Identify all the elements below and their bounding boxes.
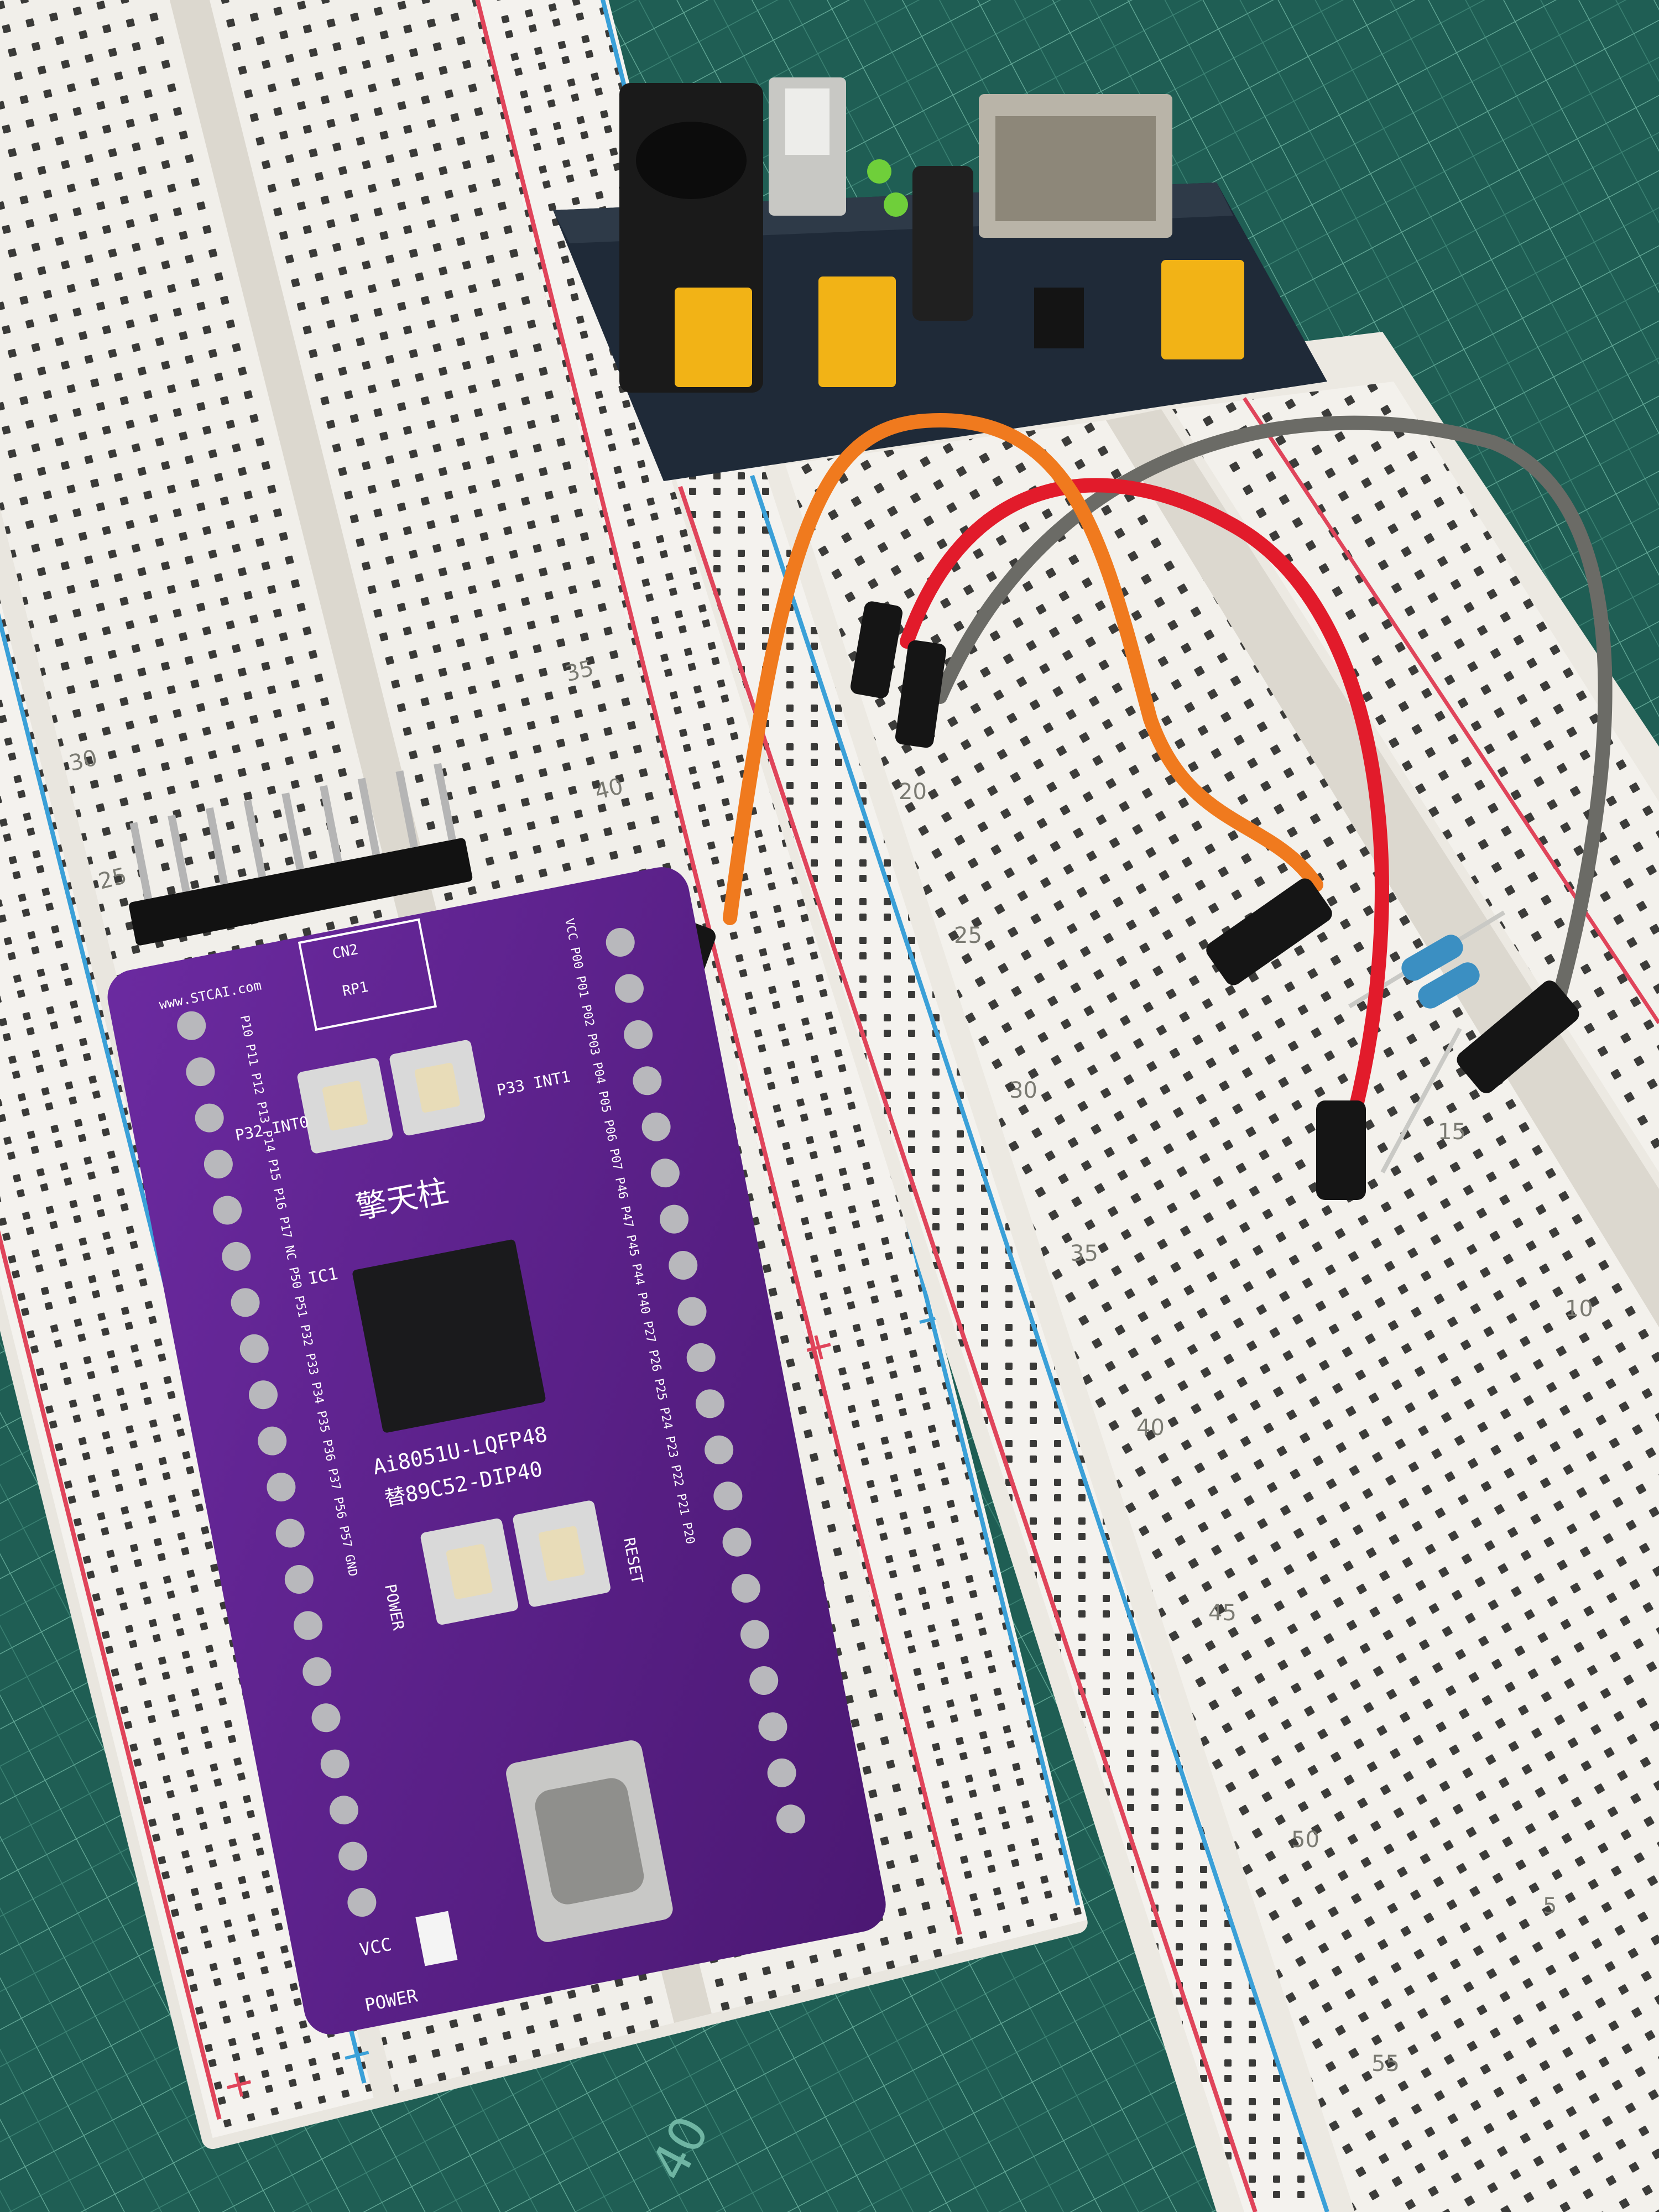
tact-switch[interactable] xyxy=(296,1057,394,1154)
mcu-board: CN2 RP1 擎天柱 IC1 Ai8051U-LQFP48 替89C52-DI… xyxy=(107,763,886,2035)
breadboard-right: 20 25 30 35 40 45 50 55 5 10 15 xyxy=(653,332,1659,2212)
row-number: 30 xyxy=(1009,1078,1037,1103)
reset-button[interactable] xyxy=(512,1500,612,1608)
row-number: 20 xyxy=(899,779,927,805)
row-number: 50 xyxy=(1291,1827,1319,1853)
row-number: 35 xyxy=(1070,1241,1098,1266)
jumper-icon[interactable] xyxy=(1161,260,1244,359)
dupont-connector xyxy=(1206,878,1332,985)
dupont-connector xyxy=(850,601,903,698)
wire-red xyxy=(900,478,1389,1141)
jumper-icon[interactable] xyxy=(818,276,896,387)
dupont-connector xyxy=(895,640,947,748)
row-number: 5 xyxy=(1543,1893,1557,1919)
row-number: 25 xyxy=(954,923,982,948)
power-button[interactable] xyxy=(420,1517,519,1625)
power-supply-module xyxy=(553,77,1327,481)
row-number: 40 xyxy=(1136,1415,1165,1441)
wire-orange xyxy=(723,413,1323,925)
mcu-chip xyxy=(352,1239,546,1433)
pin-header xyxy=(129,763,456,900)
tact-switch[interactable] xyxy=(389,1039,486,1136)
row-number: 10 xyxy=(1565,1296,1593,1322)
pin-pads-left xyxy=(177,1011,377,1917)
pin-pads-right xyxy=(606,927,805,1834)
led-icon xyxy=(867,159,891,184)
row-number: 45 xyxy=(1208,1600,1237,1626)
dupont-connector xyxy=(1316,1100,1366,1200)
row-number: 15 xyxy=(1438,1119,1466,1145)
jumper-icon[interactable] xyxy=(675,288,752,387)
dupont-connector xyxy=(1457,980,1579,1093)
row-number: 55 xyxy=(1371,2051,1400,2077)
